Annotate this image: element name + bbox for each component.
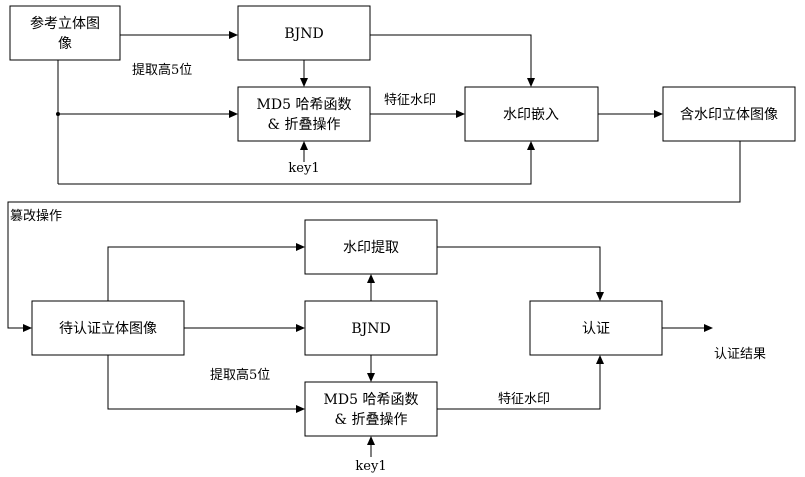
- label-auth-result: 认证结果: [714, 347, 766, 362]
- label-feature-wm-top: 特征水印: [384, 93, 436, 108]
- label-extract-high5-bottom: 提取高5位: [210, 367, 270, 383]
- label-key1-bottom: key1: [355, 459, 386, 474]
- ref-image-label-1: 参考立体图: [30, 15, 100, 32]
- md5-top-label-1: MD5 哈希函数: [257, 97, 352, 113]
- auth-label: 认证: [582, 321, 610, 337]
- extract-label: 水印提取: [343, 240, 399, 256]
- watermarked-image-label: 含水印立体图像: [680, 107, 778, 123]
- md5-bottom-label-1: MD5 哈希函数: [324, 392, 419, 408]
- bjnd-bottom-label: BJND: [351, 321, 390, 337]
- md5-bottom-label-2: & 折叠操作: [335, 412, 408, 428]
- embed-label: 水印嵌入: [503, 107, 559, 123]
- label-extract-high5-top: 提取高5位: [132, 62, 192, 78]
- md5-top-label-2: & 折叠操作: [268, 117, 341, 133]
- arrow-bjnd-to-embed: [370, 35, 531, 86]
- bjnd-top-label: BJND: [284, 26, 323, 42]
- label-feature-wm-bottom: 特征水印: [498, 392, 550, 407]
- arrow-image-to-extract: [108, 247, 304, 301]
- arrow-image-to-md5: [108, 355, 304, 409]
- arrow-extract-to-auth: [437, 247, 600, 300]
- label-key1-top: key1: [288, 161, 319, 176]
- to-auth-image-label: 待认证立体图像: [59, 321, 157, 337]
- ref-image-label-2: 像: [58, 36, 72, 52]
- label-tamper: 篡改操作: [10, 208, 62, 224]
